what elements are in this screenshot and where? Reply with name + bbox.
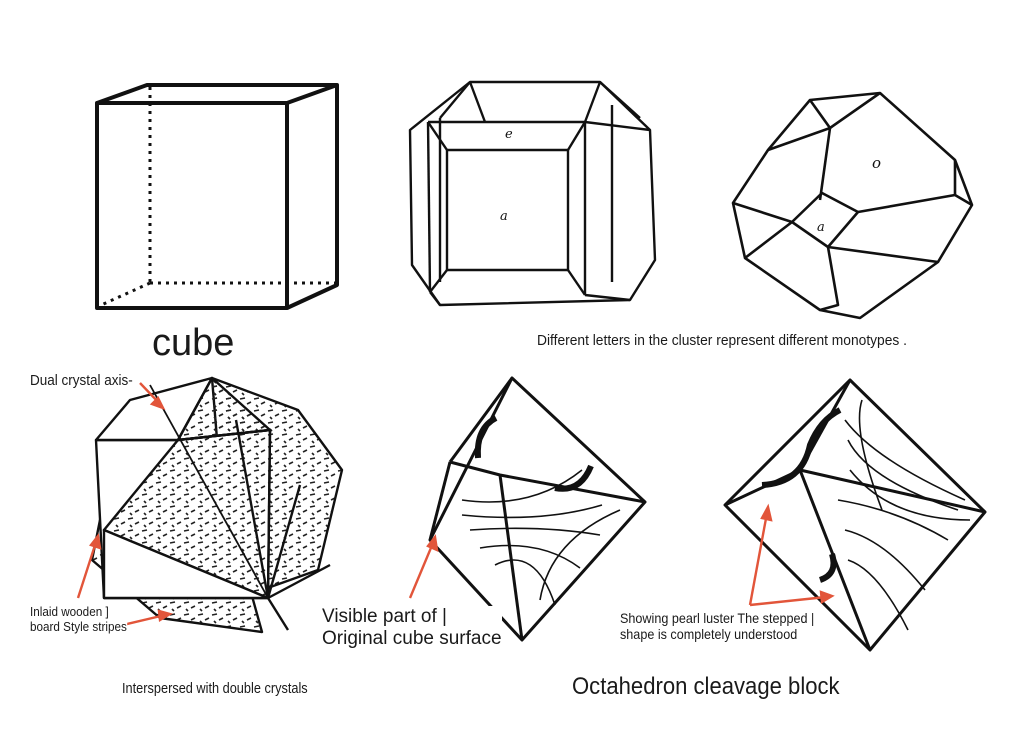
cube-drawing bbox=[95, 83, 339, 310]
callout-arrows bbox=[76, 382, 835, 630]
label-pearl-line1: Showing pearl luster The stepped | bbox=[620, 610, 815, 626]
arrow-pearl-2 bbox=[749, 595, 827, 607]
label-octahedron-cleavage: Octahedron cleavage block bbox=[572, 673, 840, 701]
arrow-visible-surface bbox=[408, 542, 435, 599]
label-cube: cube bbox=[148, 320, 245, 370]
letter-e: e bbox=[505, 127, 513, 142]
letter-o: o bbox=[872, 154, 881, 172]
label-visible-line1: Visible part of | bbox=[322, 606, 447, 627]
label-visible-line2: Original cube surface bbox=[322, 627, 502, 649]
letter-a-cubocta: a bbox=[817, 220, 825, 235]
cuboctahedron-drawing bbox=[731, 91, 974, 320]
interpenetrant-twin-drawing bbox=[90, 376, 344, 634]
label-inlaid-line1: Inlaid wooden ] bbox=[30, 604, 109, 619]
letter-a-truncated: a bbox=[500, 209, 508, 224]
label-interspersed-twins: Interspersed with double crystals bbox=[122, 680, 308, 698]
label-inlaid-line2: board Style stripes bbox=[30, 618, 127, 634]
label-monotypes-note: Different letters in the cluster represe… bbox=[537, 332, 907, 350]
label-inlaid-stripes: Inlaid wooden ] board Style stripes bbox=[30, 604, 127, 635]
label-visible-cube-surface: Visible part of | Original cube surface bbox=[322, 606, 502, 650]
truncated-cube-drawing bbox=[408, 80, 657, 307]
arrow-inlaid-1 bbox=[76, 541, 98, 599]
cleavage-block-2-drawing bbox=[723, 378, 987, 652]
label-pearl-luster: Showing pearl luster The stepped | shape… bbox=[620, 610, 815, 643]
cleavage-block-1-drawing bbox=[428, 376, 647, 642]
label-dual-crystal-axis: Dual crystal axis- bbox=[30, 372, 133, 390]
arrow-pearl-1 bbox=[748, 512, 769, 606]
label-pearl-line2: shape is completely understood bbox=[620, 626, 798, 643]
